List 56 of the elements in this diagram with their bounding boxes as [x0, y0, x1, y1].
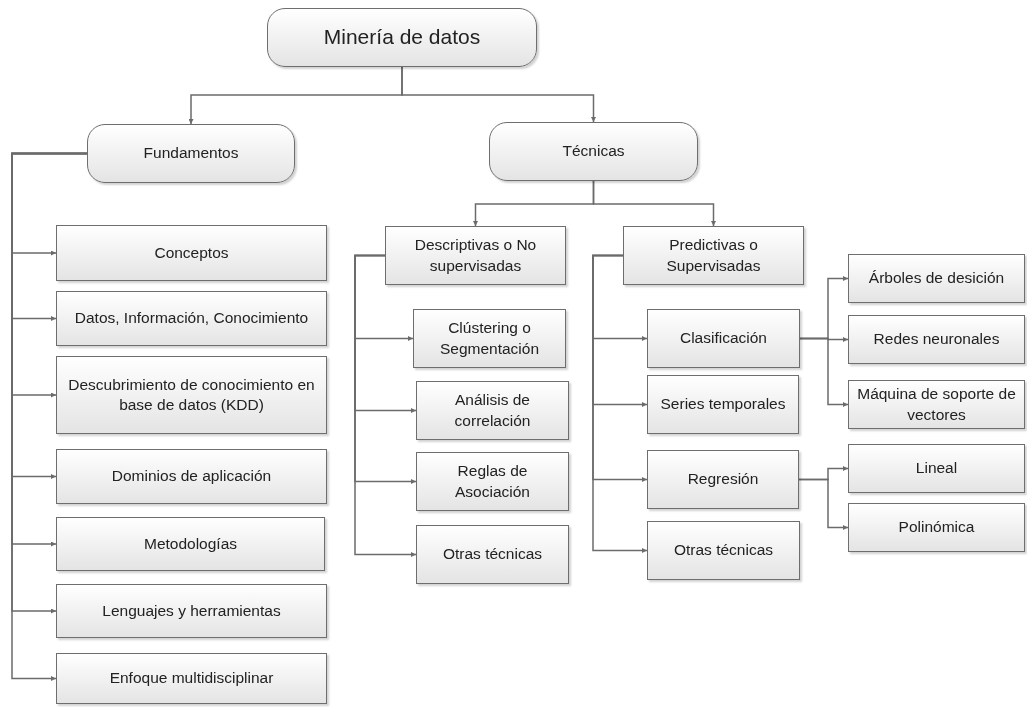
connector-arrow — [592, 254, 648, 553]
box-label: Conceptos — [154, 242, 229, 263]
box-label: Minería de datos — [323, 24, 481, 51]
process-box — [416, 452, 569, 511]
box-label: Polinómica — [898, 517, 975, 538]
box-label: Clasificación — [680, 328, 767, 349]
box-label: Análisis de correlación — [453, 390, 532, 431]
box-label: Redes neuronales — [873, 329, 1000, 350]
process-box — [56, 449, 327, 504]
box-label: Enfoque multidisciplinar — [109, 668, 274, 689]
box-label: Reglas de Asociación — [454, 461, 531, 502]
box-label: Series temporales — [660, 394, 786, 415]
box-label: Otras técnicas — [673, 540, 774, 561]
process-box — [56, 356, 327, 434]
process-box — [413, 309, 566, 368]
box-label: Fundamentos — [143, 143, 239, 164]
process-box — [848, 380, 1025, 429]
process-box — [56, 517, 325, 571]
box-label: Dominios de aplicación — [111, 466, 272, 487]
connector-arrow — [798, 478, 849, 530]
connector-arrow — [401, 66, 596, 123]
box-label: Metodologías — [143, 533, 238, 554]
process-box — [848, 503, 1025, 552]
process-box — [56, 225, 327, 281]
box-label: Datos, Información, Conocimiento — [74, 308, 309, 329]
process-box — [647, 450, 799, 509]
rounded-box — [489, 122, 698, 181]
process-box — [848, 315, 1025, 364]
box-label: Clústering o Segmentación — [438, 318, 541, 359]
process-box — [848, 444, 1025, 493]
box-label: Lineal — [915, 458, 958, 479]
process-box — [385, 226, 566, 285]
rounded-box — [267, 8, 537, 67]
connector-arrow — [354, 254, 417, 557]
process-box — [647, 309, 800, 368]
process-box — [56, 653, 327, 704]
process-box — [56, 584, 327, 638]
process-box — [56, 291, 327, 346]
box-label: Otras técnicas — [442, 544, 543, 565]
box-label: Descubrimiento de conocimiento en base de datos (KDD) — [67, 374, 316, 415]
connector-arrow — [799, 337, 849, 407]
process-box — [416, 381, 569, 440]
process-box — [647, 375, 799, 434]
process-box — [623, 226, 804, 285]
box-label: Descriptivas o No supervisadas — [413, 235, 538, 276]
process-box — [848, 254, 1025, 303]
process-box — [647, 521, 800, 580]
box-label: Predictivas o Supervisadas — [665, 235, 762, 276]
box-label: Árboles de desición — [868, 268, 1005, 289]
connector-arrow — [592, 180, 716, 227]
box-label: Lenguajes y herramientas — [102, 600, 281, 621]
box-label: Regresión — [687, 469, 759, 490]
process-box — [416, 525, 569, 584]
rounded-box — [87, 124, 295, 183]
box-label: Técnicas — [562, 141, 625, 162]
box-label: Máquina de soporte de vectores — [856, 384, 1017, 425]
